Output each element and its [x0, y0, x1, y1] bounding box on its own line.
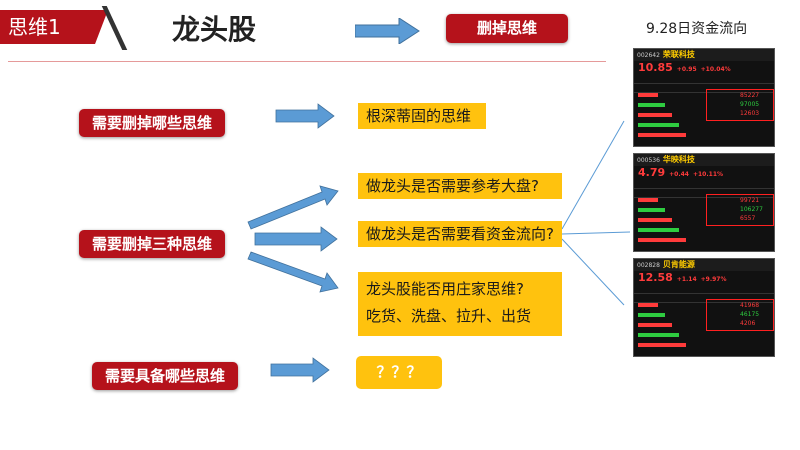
stock-volume-bar [638, 238, 686, 242]
answer-deep-rooted: 根深蒂固的思维 [358, 103, 486, 129]
fund-flow-highlight-box [706, 89, 774, 121]
stock-pct: +10.11% [692, 171, 724, 178]
stock-volume-bar [638, 208, 665, 212]
stock-volume-bar [638, 133, 686, 137]
answer-dealer-line1: 龙头股能否用庄家思维? [366, 280, 524, 298]
stock-volume-bar [638, 93, 658, 97]
fund-flow-value: 106277 [740, 206, 763, 213]
stock-price: 10.85 [638, 61, 673, 74]
stock-change: +0.44 [669, 171, 689, 178]
stock-price-row: 4.79+0.44+10.11% [634, 166, 774, 180]
stock-volume-bar [638, 313, 665, 317]
stock-volume-bar [638, 218, 672, 222]
fund-flow-value: 41968 [740, 302, 760, 309]
arrow-icon [247, 185, 339, 230]
arrow-icon [275, 103, 335, 129]
stock-volume-bar [638, 113, 672, 117]
fund-flow-value: 46175 [740, 311, 760, 318]
stock-name: 华映科技 [662, 155, 695, 164]
stock-volume-bar [638, 123, 679, 127]
arrow-icon [247, 251, 339, 293]
fund-flow-value: 6557 [740, 215, 756, 222]
label-need-which: 需要具备哪些思维 [92, 362, 238, 390]
stock-volume-bar [638, 333, 679, 337]
stock-code: 002642 [637, 52, 660, 59]
stock-volume-bar [638, 103, 665, 107]
page-title: 龙头股 [172, 13, 257, 46]
fund-flow-value: 85227 [740, 92, 760, 99]
stock-volume-bar [638, 303, 658, 307]
stock-price-row: 10.85+0.95+10.04% [634, 61, 774, 75]
stock-change: +0.95 [676, 66, 697, 73]
fund-flow-value: 97005 [740, 101, 760, 108]
label-delete-which: 需要删掉哪些思维 [79, 109, 225, 137]
stock-price: 4.79 [638, 166, 666, 179]
stock-volume-bar [638, 343, 686, 347]
fund-flow-value: 12603 [740, 110, 760, 117]
fund-flow-value: 4206 [740, 320, 756, 327]
header-arrow-icon [355, 18, 420, 44]
header-divider [8, 61, 606, 62]
section-tag: 思维1 [0, 10, 108, 44]
stock-price-row: 12.58+1.14+9.97% [634, 271, 774, 285]
fund-flow-date-label: 9.28日资金流向 [646, 21, 748, 37]
fund-flow-value: 99721 [740, 197, 760, 204]
stock-volume-bar [638, 198, 658, 202]
stock-pct: +10.04% [700, 66, 731, 73]
answer-dealer-line2: 吃货、洗盘、拉升、出货 [366, 307, 532, 325]
stock-price: 12.58 [638, 271, 673, 284]
answer-dealer-thinking: 龙头股能否用庄家思维? 吃货、洗盘、拉升、出货 [358, 272, 562, 336]
stock-code: 002828 [637, 262, 660, 269]
answer-fund-flow: 做龙头是否需要看资金流向? [358, 221, 562, 247]
stock-name: 荣联科技 [662, 50, 695, 59]
stock-name: 贝肯能源 [662, 260, 695, 269]
delete-thinking-button[interactable]: 删掉思维 [446, 14, 568, 43]
answer-unknown: ？？？ [356, 356, 442, 389]
stock-change: +1.14 [676, 276, 697, 283]
answer-refer-market: 做龙头是否需要参考大盘? [358, 173, 562, 199]
stock-code: 000536 [637, 157, 660, 164]
arrow-icon [270, 357, 330, 383]
stock-volume-bar [638, 323, 672, 327]
label-delete-three: 需要删掉三种思维 [79, 230, 225, 258]
fund-flow-highlight-box [706, 194, 774, 226]
stock-pct: +9.97% [700, 276, 727, 283]
arrow-icon [254, 226, 338, 252]
stock-volume-bar [638, 228, 679, 232]
fund-flow-highlight-box [706, 299, 774, 331]
